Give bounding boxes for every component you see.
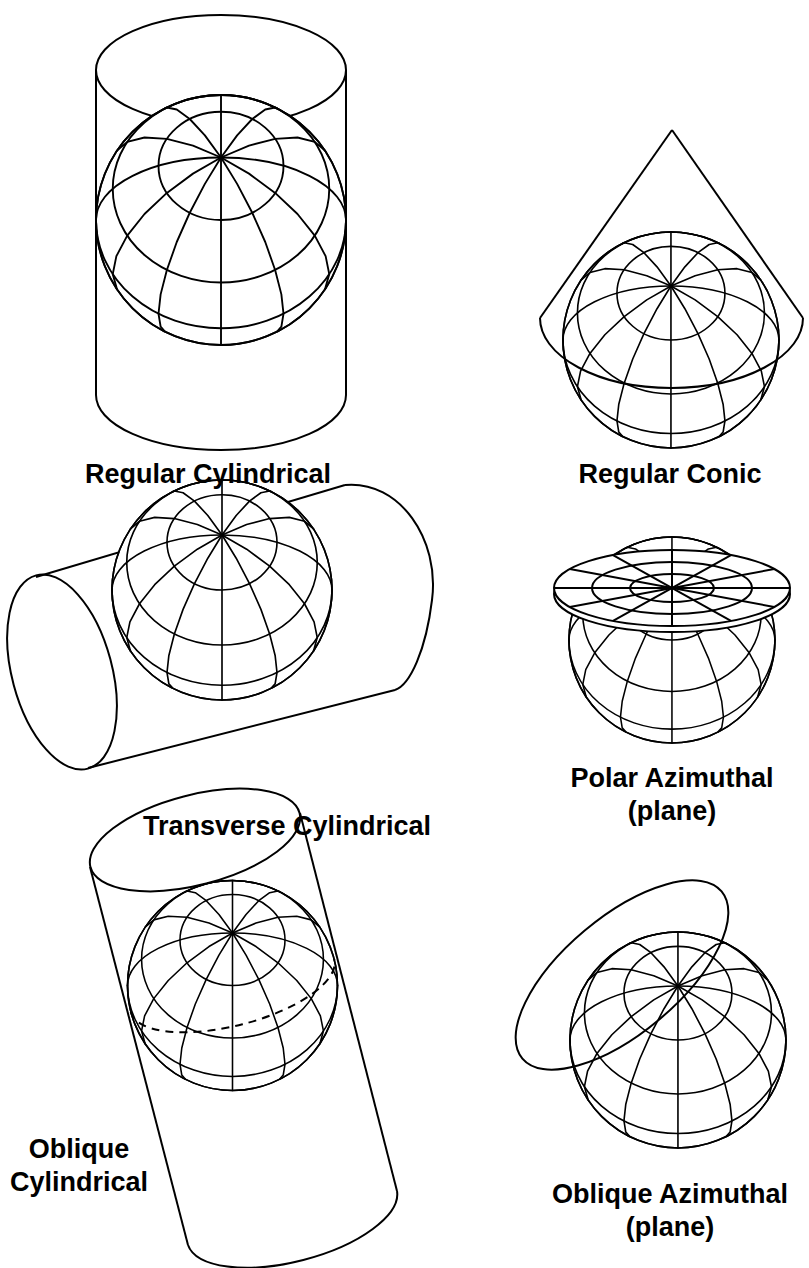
projection-label: Polar Azimuthal (plane) (547, 762, 797, 828)
globe (96, 95, 346, 345)
projection-label: Transverse Cylindrical (117, 810, 457, 843)
projection-label: Oblique Azimuthal (plane) (535, 1178, 805, 1244)
oblique-plane (485, 847, 759, 1103)
globe (563, 232, 779, 448)
tangent-line (131, 959, 335, 1032)
projection-label: Regular Conic (540, 458, 800, 491)
globe (128, 881, 338, 1091)
projection-label: Oblique Cylindrical (4, 1133, 154, 1199)
azimuthal-plane (554, 550, 790, 632)
globe (570, 932, 786, 1148)
regular-cylinder (96, 15, 346, 450)
cone-rim (540, 318, 803, 388)
projection-label: Regular Cylindrical (48, 458, 368, 491)
globe (112, 480, 332, 700)
